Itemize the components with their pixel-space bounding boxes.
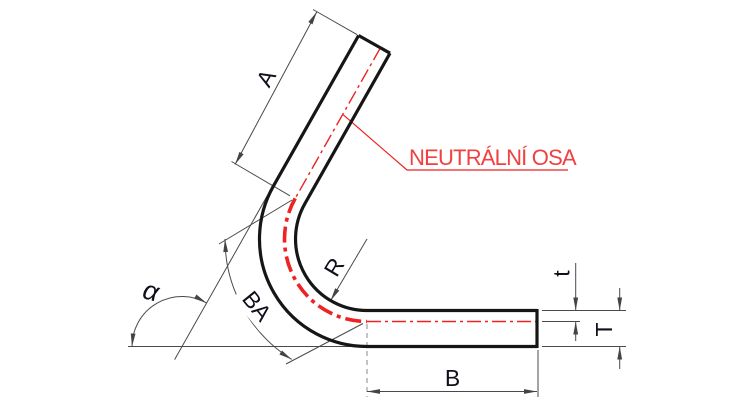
arrow-tt-bottom — [617, 346, 623, 360]
arrow-tt-top — [617, 297, 623, 311]
dimension-labels: A α BA R B t T NEUTRÁLNÍ OSA — [140, 64, 617, 391]
dim-thickness-label: T — [591, 322, 617, 336]
arrow-t-top — [573, 297, 579, 311]
arrow-b-right — [524, 389, 537, 394]
dim-ba-ext-bottom — [285, 323, 364, 365]
neutral-axis-bend-arc — [282, 197, 368, 324]
arrow-alpha-left — [130, 333, 136, 347]
dim-t-label: t — [549, 270, 575, 277]
neutral-axis-group — [282, 47, 568, 324]
tube-inner-edge — [293, 52, 537, 313]
arrow-radius — [330, 288, 340, 301]
arrow-b-left — [367, 389, 380, 394]
arrowheads — [130, 11, 623, 394]
arrow-t-bottom — [573, 321, 579, 335]
neutral-axis-label: NEUTRÁLNÍ OSA — [409, 145, 577, 170]
arrow-ba-bottom — [279, 350, 292, 360]
dim-alpha-label: α — [140, 275, 164, 308]
dim-a-ext-top — [312, 9, 358, 36]
neutral-axis-upper-leg — [294, 47, 382, 199]
neutral-axis-leader — [342, 114, 568, 171]
arrow-alpha-right — [194, 294, 207, 303]
dim-a-line — [234, 11, 318, 165]
dim-b-label: B — [445, 365, 460, 391]
ba-label-mask — [232, 280, 282, 332]
arrow-a-top — [308, 11, 317, 25]
arrow-a-bottom — [235, 151, 244, 165]
tube-outline — [257, 34, 539, 349]
alpha-angle-arc — [131, 296, 207, 347]
tube-outer-edge — [257, 34, 537, 349]
tube-end-cap-top — [357, 34, 391, 55]
construction-lines — [128, 9, 626, 397]
dim-a-ext-bottom — [231, 161, 291, 197]
dim-ba-ext-top — [218, 199, 293, 245]
arrow-ba-top — [223, 239, 229, 253]
leg-extension-line — [174, 179, 277, 360]
